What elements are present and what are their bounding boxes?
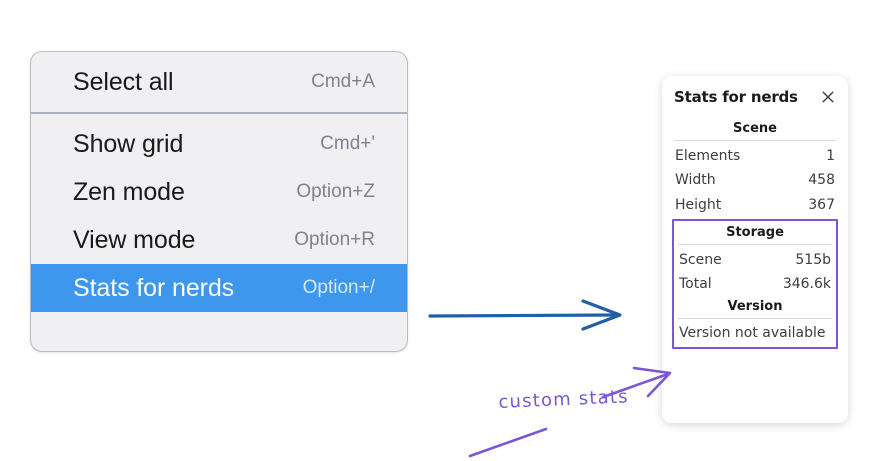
- version-text: Version not available: [679, 325, 826, 342]
- stat-value: 346.6k: [782, 276, 831, 293]
- context-menu[interactable]: Select all Cmd+A Show grid Cmd+' Zen mod…: [30, 51, 408, 352]
- stats-panel-title: Stats for nerds: [674, 88, 798, 106]
- menu-item-shortcut: Cmd+A: [311, 71, 375, 92]
- menu-item-zen-mode[interactable]: Zen mode Option+Z: [31, 168, 407, 216]
- menu-group-2: Show grid Cmd+' Zen mode Option+Z View m…: [31, 114, 407, 318]
- section-heading-version: Version: [727, 299, 783, 315]
- section-divider: [674, 140, 836, 141]
- stats-section-scene: Scene Elements 1 Width 458 Height 367: [672, 118, 838, 217]
- menu-group-1: Select all Cmd+A: [31, 52, 407, 112]
- stat-key: Total: [679, 276, 712, 293]
- stat-value: 367: [808, 196, 835, 213]
- section-heading-storage: Storage: [726, 224, 784, 240]
- section-divider: [678, 318, 832, 320]
- menu-item-label: Select all: [73, 67, 174, 96]
- handwritten-annotation-label: custom stats: [498, 386, 630, 413]
- stats-section-version: Version Version not available: [676, 296, 834, 344]
- purple-underline-stroke: [468, 427, 548, 458]
- section-divider: [678, 243, 832, 245]
- menu-item-label: Show grid: [73, 129, 184, 158]
- menu-separator: [31, 112, 407, 114]
- section-heading-scene: Scene: [733, 121, 777, 136]
- menu-item-label: Stats for nerds: [73, 273, 235, 302]
- stat-value: 458: [808, 172, 835, 189]
- stat-key: Height: [675, 196, 722, 213]
- stat-key: Width: [675, 172, 716, 189]
- stats-section-storage: Storage Scene 515b Total 346.6k: [676, 222, 834, 297]
- stat-row-width: Width 458: [672, 168, 838, 192]
- custom-stats-highlight-box: Storage Scene 515b Total 346.6k Version …: [672, 218, 838, 350]
- stat-key: Elements: [675, 148, 741, 164]
- menu-item-show-grid[interactable]: Show grid Cmd+': [31, 120, 407, 168]
- menu-item-shortcut: Cmd+': [320, 133, 375, 154]
- menu-item-label: View mode: [73, 225, 196, 254]
- close-icon[interactable]: [820, 89, 836, 105]
- menu-item-label: Zen mode: [73, 177, 185, 206]
- menu-item-view-mode[interactable]: View mode Option+R: [31, 216, 407, 264]
- stat-key: Scene: [679, 251, 722, 268]
- stat-row-storage-scene: Scene 515b: [676, 248, 834, 272]
- menu-item-shortcut: Option+Z: [296, 181, 375, 202]
- stats-panel-titlebar: Stats for nerds: [672, 88, 838, 106]
- menu-item-select-all[interactable]: Select all Cmd+A: [31, 58, 407, 106]
- blue-arrow-annotation: [428, 299, 622, 331]
- menu-item-shortcut: Option+/: [302, 277, 375, 298]
- stat-row-elements: Elements 1: [672, 144, 838, 168]
- stat-row-storage-total: Total 346.6k: [676, 272, 834, 296]
- stat-row-height: Height 367: [672, 193, 838, 217]
- menu-item-shortcut: Option+R: [294, 229, 375, 250]
- menu-item-stats-for-nerds[interactable]: Stats for nerds Option+/: [31, 264, 407, 312]
- stat-value: 1: [826, 148, 835, 164]
- stat-value: 515b: [795, 251, 831, 268]
- stats-for-nerds-panel: Stats for nerds Scene Elements 1 Width 4…: [662, 76, 848, 423]
